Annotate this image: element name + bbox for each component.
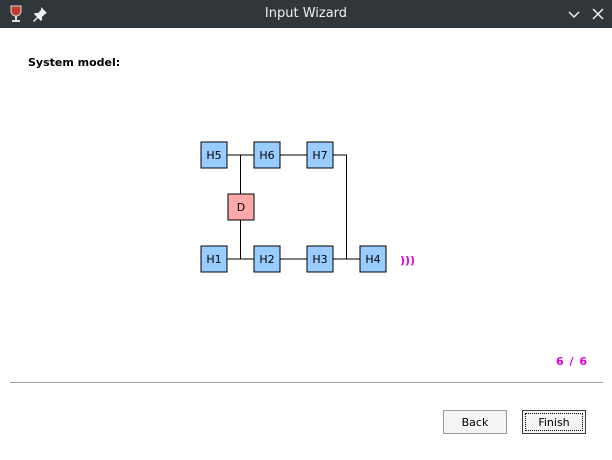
signal-glyph: ))) (400, 254, 415, 267)
pin-icon[interactable] (30, 4, 50, 24)
wizard-page: System model: H5 H6 H7 D (0, 28, 612, 460)
close-icon[interactable] (588, 4, 608, 24)
node-h5[interactable]: H5 (200, 141, 228, 169)
page-counter: 6 / 6 (556, 355, 588, 368)
node-h3[interactable]: H3 (306, 245, 334, 273)
diagram-connections (227, 154, 360, 260)
finish-button[interactable]: Finish (522, 410, 586, 434)
separator (10, 382, 603, 383)
node-h4[interactable]: H4 (359, 245, 387, 273)
minimize-chevron-icon[interactable] (564, 4, 584, 24)
node-label: H5 (206, 149, 221, 162)
node-label: H4 (365, 253, 380, 266)
node-h6[interactable]: H6 (253, 141, 281, 169)
wireless-signal-icon: ))) (400, 254, 415, 267)
node-h7[interactable]: H7 (306, 141, 334, 169)
node-h1[interactable]: H1 (200, 245, 228, 273)
system-model-diagram: H5 H6 H7 D H1 H2 H3 H4 (200, 141, 415, 273)
node-d[interactable]: D (227, 193, 255, 221)
section-label: System model: (28, 56, 121, 69)
node-label: H7 (312, 149, 327, 162)
link-h7-h4 (333, 154, 347, 259)
node-label: H2 (259, 253, 274, 266)
node-label: H6 (259, 149, 274, 162)
title-bar: Input Wizard (0, 0, 612, 28)
node-label: H3 (312, 253, 327, 266)
node-h2[interactable]: H2 (253, 245, 281, 273)
node-label: D (237, 201, 245, 214)
wine-glass-icon (10, 5, 22, 22)
node-label: H1 (206, 253, 221, 266)
back-button[interactable]: Back (443, 410, 507, 434)
window-title: Input Wizard (264, 6, 348, 21)
